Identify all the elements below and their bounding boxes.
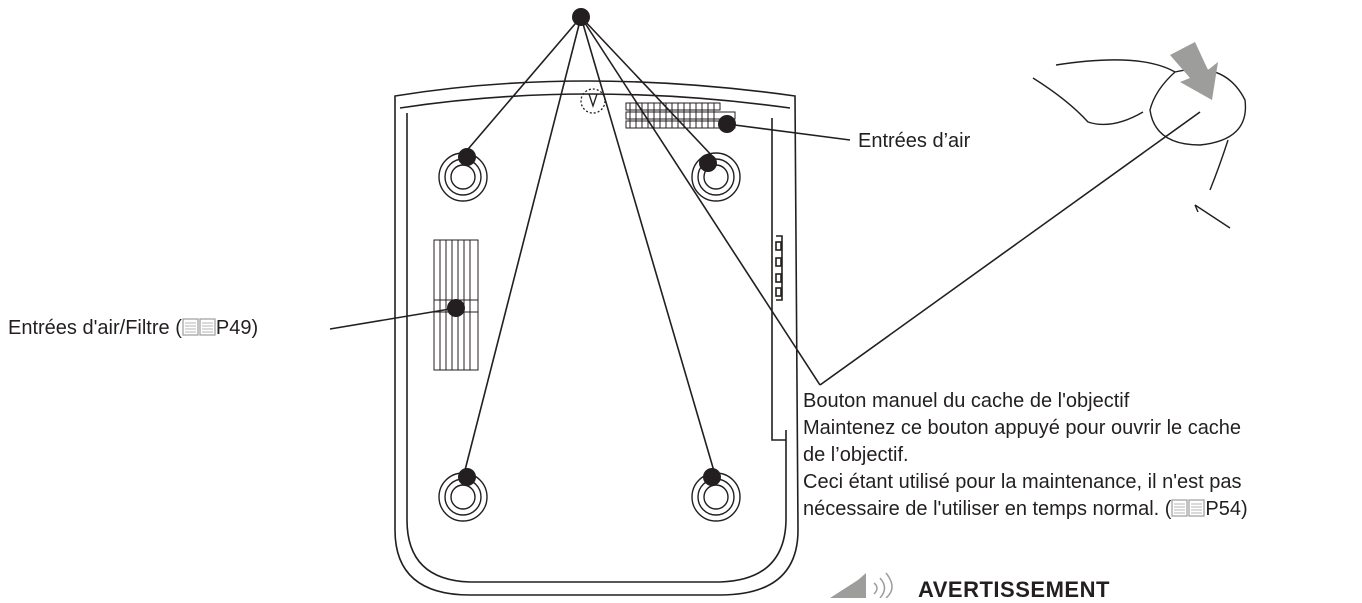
lens-button-line-5-text: nécessaire de l'utiliser en temps normal… [803,498,1172,520]
projector-body [394,80,799,596]
air-intake-label: Entrées d’air [858,130,971,152]
lens-button-line-5-page: P54) [1205,498,1248,520]
book-reference-icon [1171,499,1206,517]
lens-button-title: Bouton manuel du cache de l'objectif [803,390,1130,412]
lens-button-line-4: Ceci étant utilisé pour la maintenance, … [803,471,1242,493]
lens-button-line-2: Maintenez ce bouton appuyé pour ouvrir l… [803,417,1242,439]
press-arrow-icon [1170,42,1218,100]
leader-lines [329,16,1201,479]
air-intake-filter-text: Entrées d'air/Filtre ( [8,317,182,339]
leader-dots [447,8,736,486]
lens-button-line-5: nécessaire de l'utiliser en temps normal… [803,497,1248,521]
book-reference-icon [182,318,216,336]
lens-button-line-3: de l’objectif. [803,444,909,466]
warning-title: AVERTISSEMENT [918,577,1110,602]
lens-cover-button [580,88,606,114]
speaker-warning-icon [830,572,893,598]
hand-pressing-illustration [1032,59,1247,229]
air-intake-filter-label: Entrées d'air/Filtre ( P49) [8,316,258,340]
air-intake-filter-page: P49) [215,317,259,339]
